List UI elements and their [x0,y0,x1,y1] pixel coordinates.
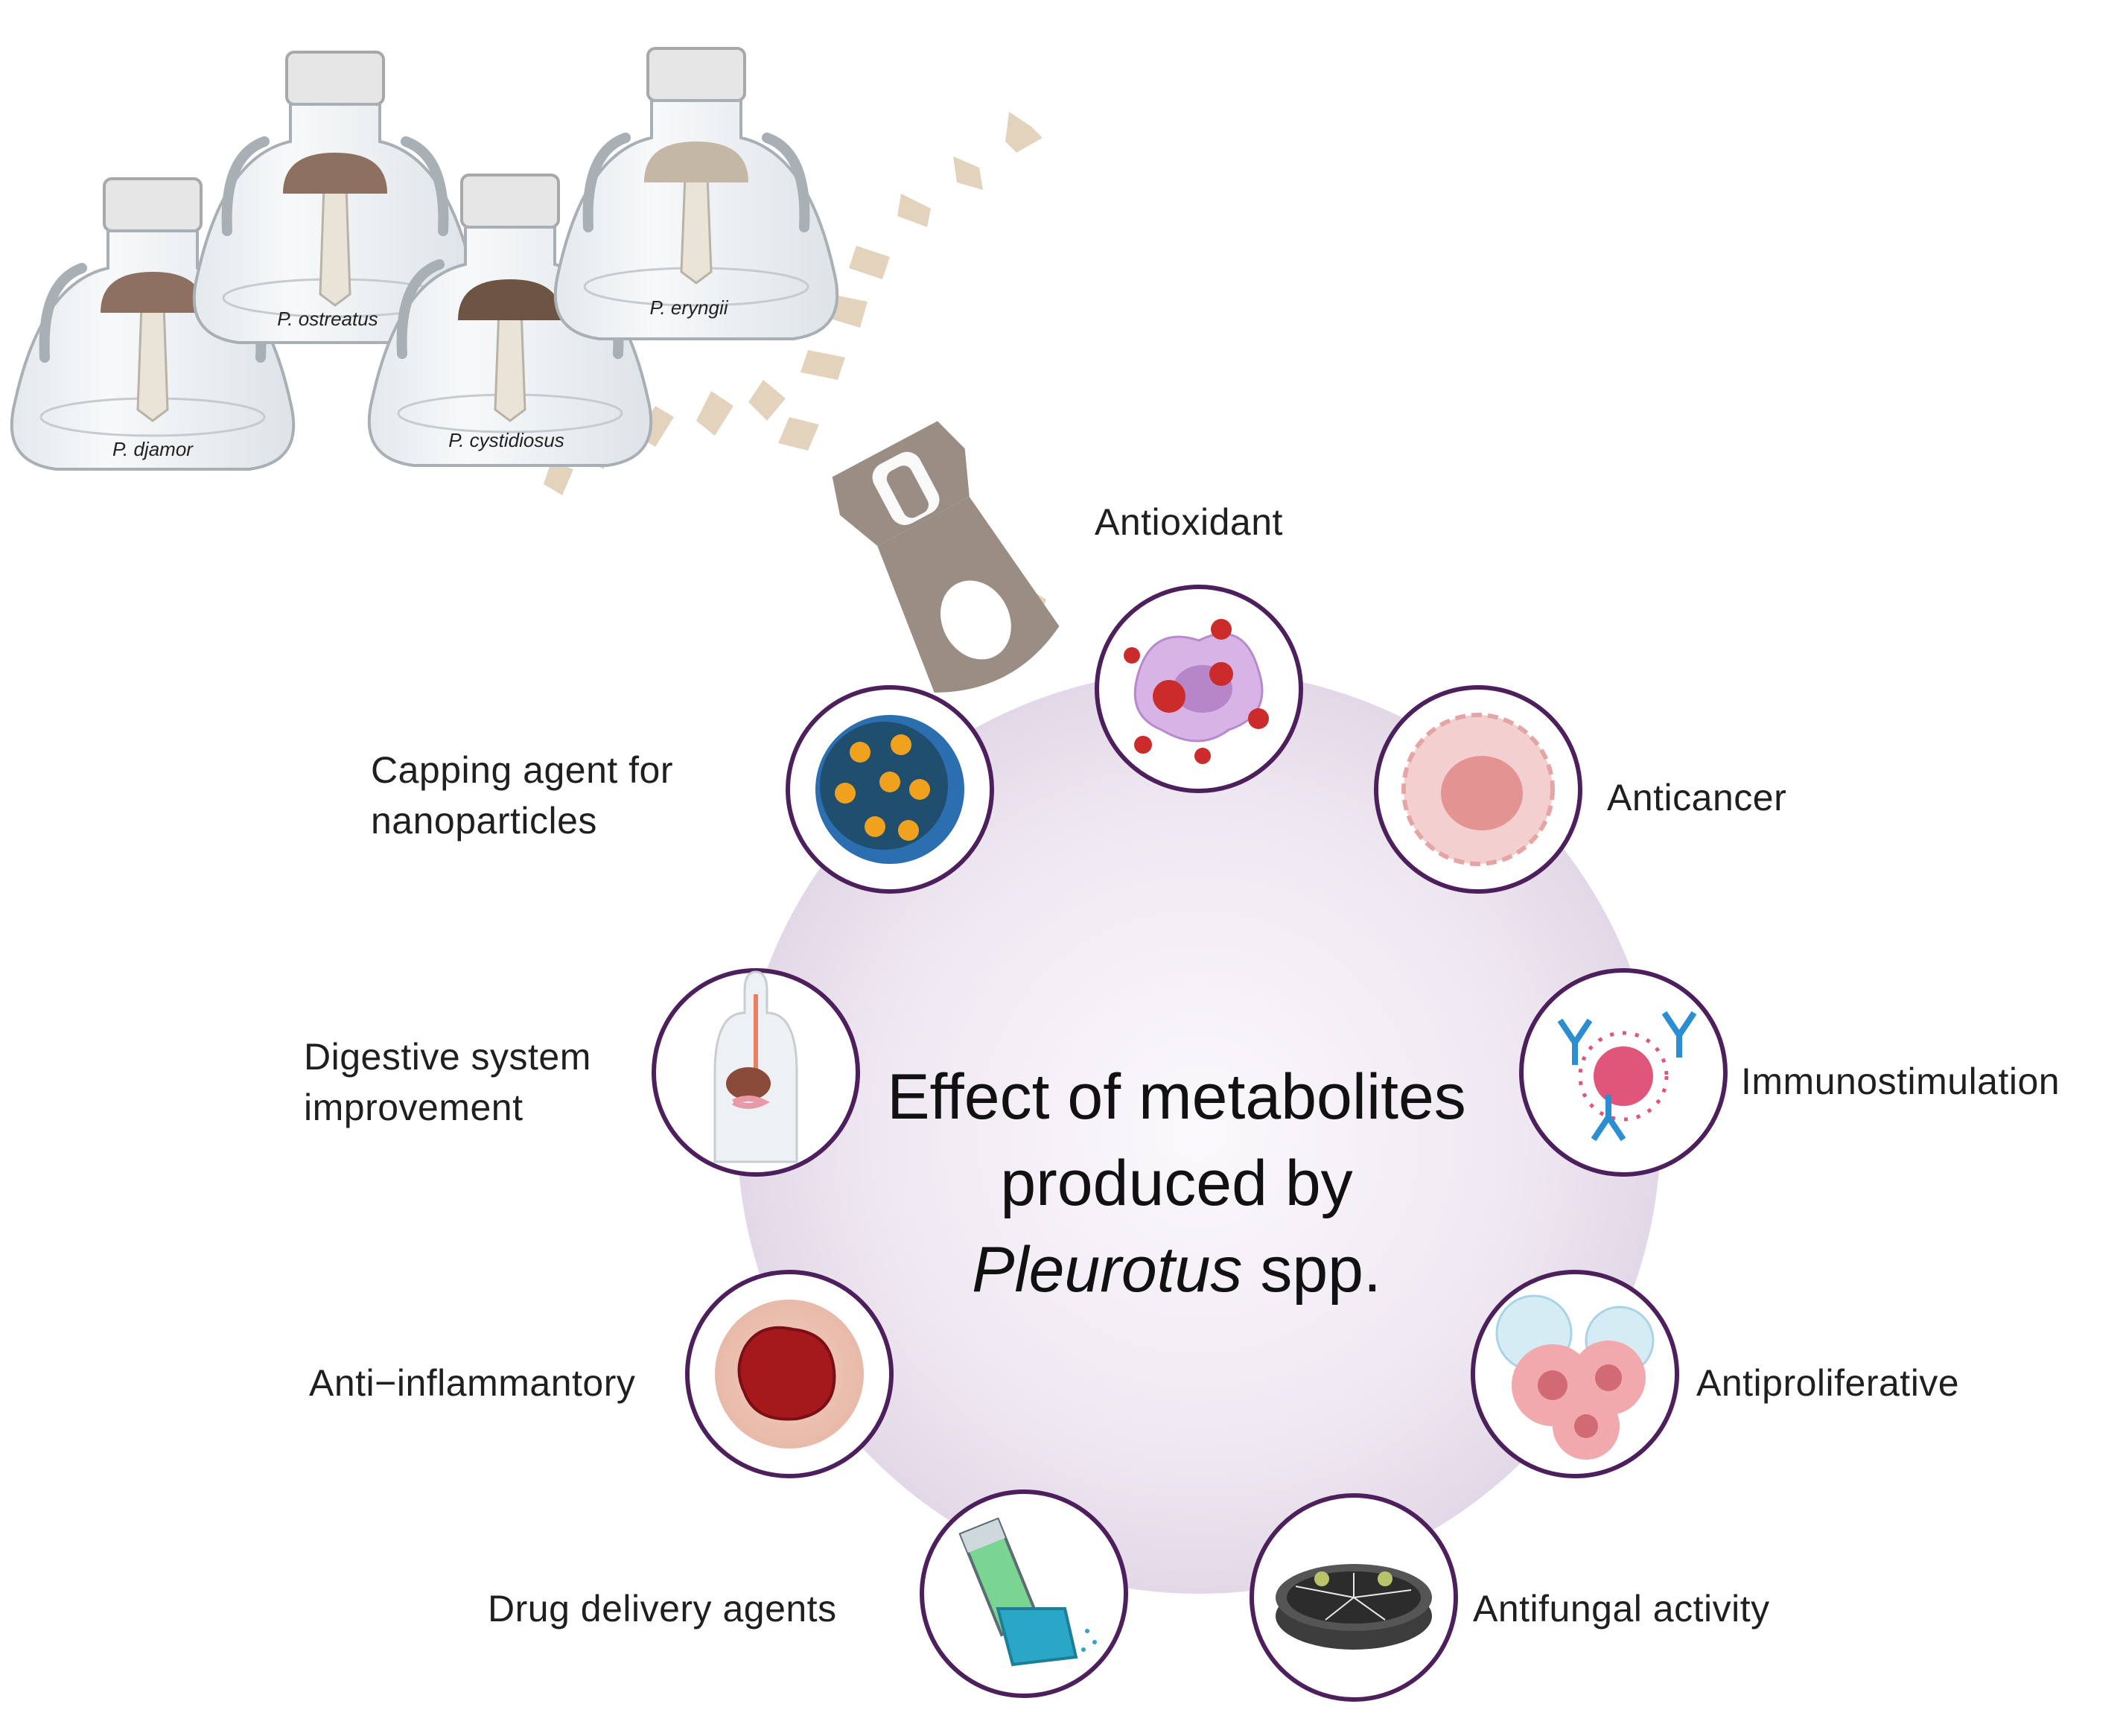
label-anticancer: Anticancer [1607,777,1787,818]
ros-cell-icon [1124,619,1269,764]
antifungal-node [1250,1493,1458,1702]
center-title: Effect of metabolites produced by Pleuro… [804,1054,1549,1313]
label-immunostimulation: Immunostimulation [1741,1061,2060,1102]
label-drug-delivery: Drug delivery agents [488,1588,837,1630]
label-capping: Capping agent for nanoparticles [371,749,674,842]
immunostimulation-node [1519,968,1728,1177]
inflamed-wound-icon [715,1300,864,1449]
zipper-pull-icon [832,421,1060,693]
flask-label-djamor: P. djamor [112,438,194,460]
virus-antibody-icon [1557,1011,1697,1142]
anti-inflammatory-node [685,1270,894,1478]
label-antiproliferative: Antiproliferative [1696,1362,1960,1404]
drug-delivery-node [920,1489,1128,1698]
antiproliferative-node [1471,1270,1679,1478]
anticancer-node [1374,685,1582,894]
inhaler-icon [958,1517,1097,1667]
proliferating-cells-icon [1495,1294,1655,1460]
label-anti-inflammatory: Anti−inflammantory [309,1362,636,1404]
label-antifungal: Antifungal activity [1473,1588,1770,1630]
flask-label-eryngii: P. eryngii [649,296,728,319]
nanoparticle-icon [815,715,964,864]
spp-suffix: spp. [1242,1234,1381,1306]
label-digestive: Digestive system improvement [304,1036,591,1128]
genus-name: Pleurotus [972,1234,1243,1306]
center-title-line2: produced by [1000,1148,1353,1219]
flask-eryngii [553,47,839,340]
center-title-line3: Pleurotus spp. [804,1227,1549,1313]
antioxidant-node [1095,585,1303,793]
label-antioxidant: Antioxidant [1095,501,1283,543]
digestive-node [652,968,860,1177]
center-title-line1: Effect of metabolites [887,1061,1466,1133]
flask-label-ostreatus: P. ostreatus [277,308,378,330]
petri-dish-icon [1276,1564,1432,1650]
cancer-cell-icon [1401,713,1555,866]
digestive-system-icon [713,970,798,1163]
capping-node [786,685,994,894]
flask-label-cystidiosus: P. cystidiosus [448,429,564,451]
hub-circle [737,670,1661,1594]
